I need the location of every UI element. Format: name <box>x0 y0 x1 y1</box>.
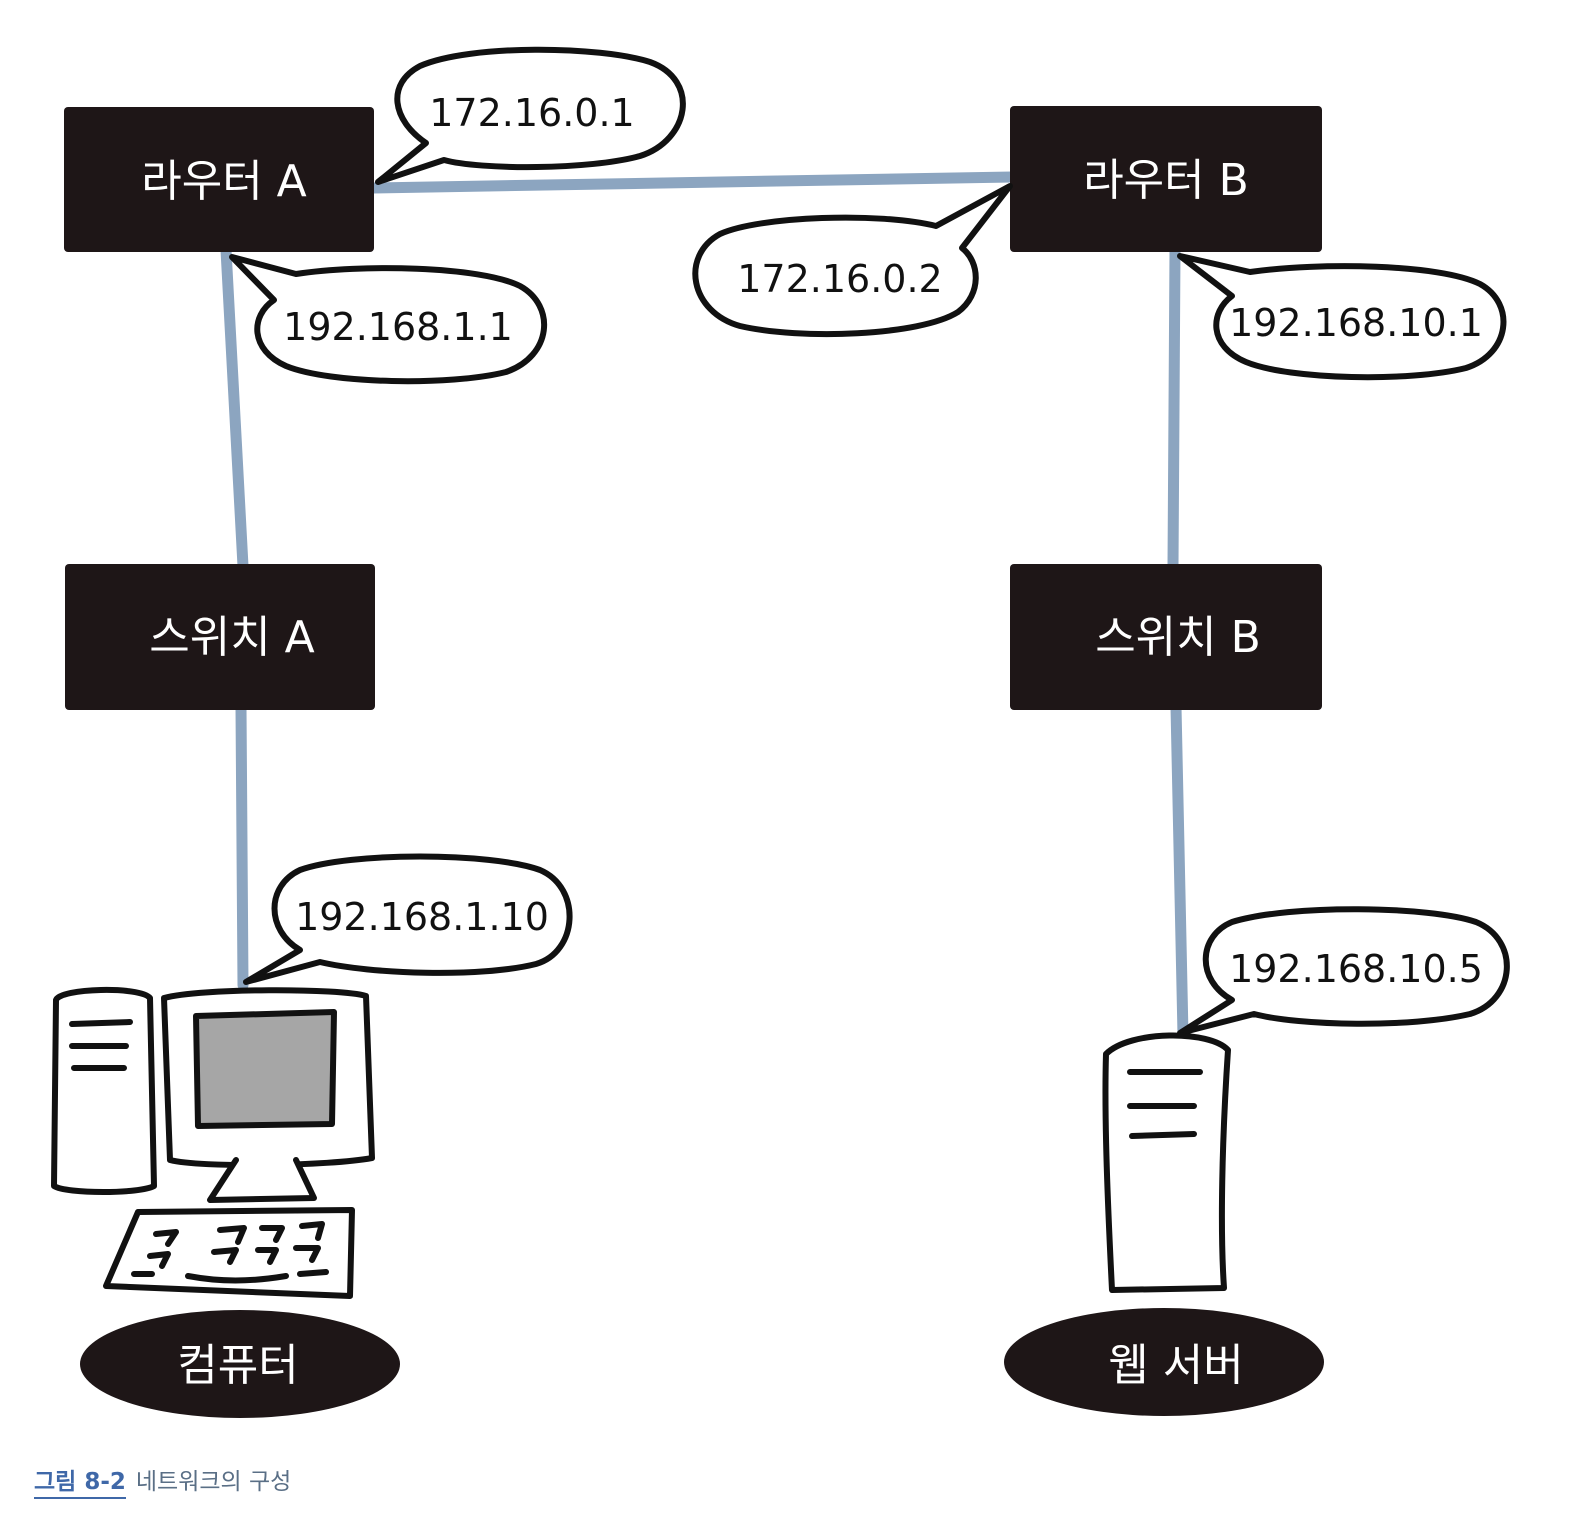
bubble-router-a-wan: 172.16.0.1 <box>375 46 686 185</box>
link-switch-b-server <box>1170 701 1189 1041</box>
bubble-router-b-wan: 172.16.0.2 <box>692 183 1013 338</box>
server-icon <box>1102 1032 1231 1293</box>
figure-title: 네트워크의 구성 <box>135 1469 292 1495</box>
speech-bubble-icon <box>692 183 1013 338</box>
router-a-label: 라우터 A <box>141 156 307 207</box>
link-switch-a-computer <box>235 701 249 991</box>
router-b: 라우터 B <box>1010 106 1322 252</box>
speech-bubble-icon <box>1177 253 1507 381</box>
speech-bubble-icon <box>243 853 573 985</box>
computer-name: 컴퓨터 <box>80 1310 400 1418</box>
link-router-a-switch-a <box>220 244 249 572</box>
pc-tower-slot-icon <box>69 1019 133 1071</box>
links <box>220 171 1189 1041</box>
speech-bubble-icon <box>375 46 686 185</box>
switch-a-box <box>65 564 375 710</box>
server-tower-icon <box>1102 1032 1231 1293</box>
switch-a-label: 스위치 A <box>149 612 315 663</box>
server-slot-icon <box>1127 1069 1203 1139</box>
figure-caption: 그림 8-2 네트워크의 구성 <box>34 1462 292 1499</box>
ip-label: 172.16.0.1 <box>429 91 634 135</box>
ip-label: 192.168.10.5 <box>1229 947 1483 991</box>
computer-name-oval <box>80 1310 400 1418</box>
speech-bubble-icon <box>229 254 548 385</box>
monitor-stand-icon <box>207 1157 317 1203</box>
figure-label: 그림 8-2 <box>34 1469 126 1499</box>
web-server-name: 웹 서버 <box>1004 1308 1324 1416</box>
ip-label: 192.168.1.10 <box>295 895 549 939</box>
switch-b-label: 스위치 B <box>1095 612 1261 663</box>
link-router-a-router-b <box>366 171 1018 194</box>
monitor-screen-icon <box>193 1009 337 1129</box>
web-server-name-oval <box>1004 1308 1324 1416</box>
router-a: 라우터 A <box>64 107 374 252</box>
bubble-web-server: 192.168.10.5 <box>1177 906 1510 1036</box>
router-b-box <box>1010 106 1322 252</box>
ip-label: 172.16.0.2 <box>737 257 942 301</box>
bubble-router-a-lan: 192.168.1.1 <box>229 254 548 385</box>
speech-bubble-icon <box>1177 906 1510 1036</box>
switch-b: 스위치 B <box>1010 564 1322 710</box>
link-router-b-switch-b <box>1167 244 1181 572</box>
computer-label: 컴퓨터 <box>177 1340 298 1391</box>
network-diagram: 라우터 A 라우터 B 스위치 A 스위치 B 172.16.0.1 172.1… <box>51 46 1510 1418</box>
router-b-label: 라우터 B <box>1083 155 1249 206</box>
router-a-box <box>64 107 374 252</box>
bubble-router-b-lan: 192.168.10.1 <box>1177 253 1507 381</box>
web-server-label: 웹 서버 <box>1108 1340 1243 1391</box>
computer-icon <box>51 986 375 1299</box>
pc-tower-icon <box>51 986 157 1195</box>
switch-a: 스위치 A <box>65 564 375 710</box>
ip-label: 192.168.1.1 <box>283 305 513 349</box>
ip-label: 192.168.10.1 <box>1229 301 1483 345</box>
switch-b-box <box>1010 564 1322 710</box>
keyboard-keys-icon <box>131 1221 329 1284</box>
bubble-computer: 192.168.1.10 <box>243 853 573 985</box>
